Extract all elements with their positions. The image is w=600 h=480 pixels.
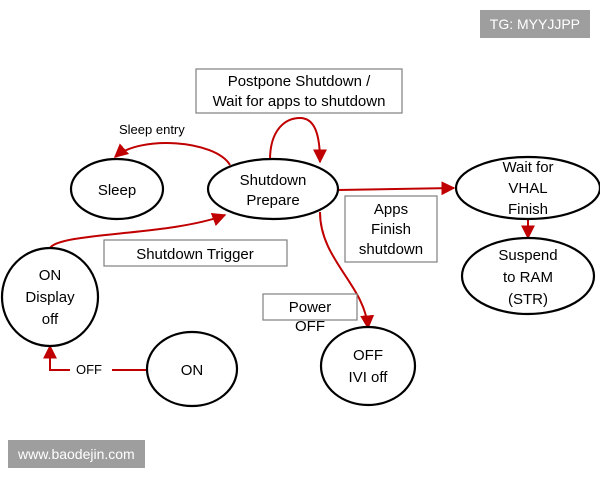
note-postpone-line2: Wait for apps to shutdown — [213, 93, 386, 110]
state-wait-vhal-line1: Wait for — [502, 159, 553, 176]
note-apps-finish-line2: Finish — [371, 221, 411, 238]
state-sleep-label: Sleep — [98, 182, 136, 199]
note-apps-finish-line3: shutdown — [359, 241, 423, 258]
state-off-ivi-line1: OFF — [353, 347, 383, 364]
state-suspend: Suspend to RAM (STR) — [460, 236, 596, 316]
note-apps-finish: Apps Finish shutdown — [344, 195, 438, 263]
arrow-prepare-to-sleep — [113, 142, 231, 166]
note-power-off-line1: Power — [289, 299, 332, 316]
watermark-bottom: www.baodejin.com — [8, 440, 145, 468]
state-wait-vhal-line2: VHAL — [508, 180, 547, 197]
state-suspend-line3: (STR) — [508, 291, 548, 308]
state-on-display-off-line3: off — [42, 311, 59, 328]
note-power-off-line2: OFF — [295, 318, 325, 335]
note-power-off: Power OFF — [262, 293, 358, 335]
state-wait-vhal: Wait for VHAL Finish — [454, 155, 600, 221]
note-shutdown-trigger-label: Shutdown Trigger — [136, 246, 254, 263]
state-shutdown-prepare-line1: Shutdown — [240, 172, 307, 189]
state-on-display-off: ON Display off — [0, 246, 100, 348]
state-suspend-line2: to RAM — [503, 269, 553, 286]
note-shutdown-trigger: Shutdown Trigger — [103, 239, 288, 267]
state-on-display-off-line2: Display — [25, 289, 75, 306]
state-on-display-off-line1: ON — [39, 267, 62, 284]
note-postpone-line1: Postpone Shutdown / — [228, 73, 371, 90]
arrow-display-off-to-prepare — [49, 212, 227, 249]
state-shutdown-prepare: Shutdown Prepare — [206, 157, 340, 221]
note-apps-finish-line1: Apps — [374, 201, 408, 218]
arrow-prepare-to-off — [319, 211, 375, 330]
state-on: ON — [145, 330, 239, 408]
edge-label-sleep-entry: Sleep entry — [119, 122, 185, 137]
state-sleep: Sleep — [69, 157, 165, 221]
state-on-label: ON — [181, 362, 204, 379]
watermark-top: TG: MYYJJPP — [479, 10, 590, 38]
state-shutdown-prepare-line2: Prepare — [246, 192, 299, 209]
arrow-prepare-to-wait-vhal — [337, 181, 456, 196]
state-suspend-line1: Suspend — [498, 247, 557, 264]
state-wait-vhal-line3: Finish — [508, 201, 548, 218]
arrow-on-to-display-off — [50, 346, 147, 371]
note-postpone-shutdown: Postpone Shutdown / Wait for apps to shu… — [195, 68, 403, 114]
state-off-ivi-line2: IVI off — [349, 369, 389, 386]
arrow-prepare-self-loop — [269, 116, 327, 164]
edge-label-off: OFF — [76, 362, 102, 377]
state-off-ivi: OFF IVI off — [319, 325, 417, 407]
